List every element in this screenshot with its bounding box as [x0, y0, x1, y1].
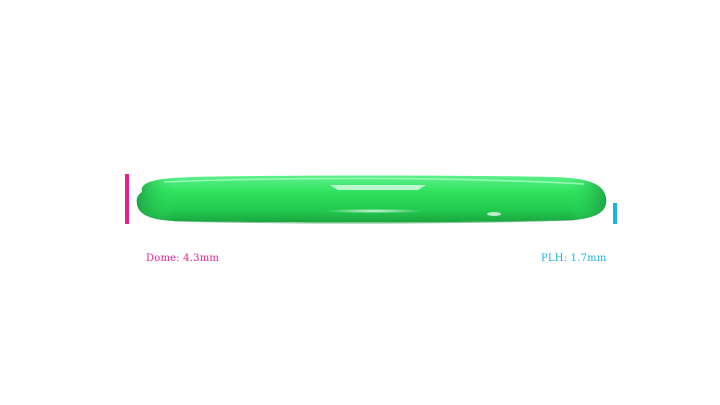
plh-height-marker — [613, 203, 617, 224]
disc-center-reflection — [330, 185, 426, 190]
disc-bottom-edge — [173, 219, 575, 224]
disc-rim-shade — [136, 175, 607, 223]
green-disc-shape — [136, 175, 607, 224]
disc-right-specular — [487, 212, 501, 216]
dome-measurement-label: Dome: 4.3mm — [146, 253, 220, 264]
disc-lower-reflection — [324, 208, 424, 214]
green-disc — [134, 168, 610, 228]
plh-measurement-label: PLH: 1.7mm — [541, 253, 607, 264]
dome-height-marker — [125, 174, 129, 224]
disc-top-highlight — [163, 177, 585, 185]
